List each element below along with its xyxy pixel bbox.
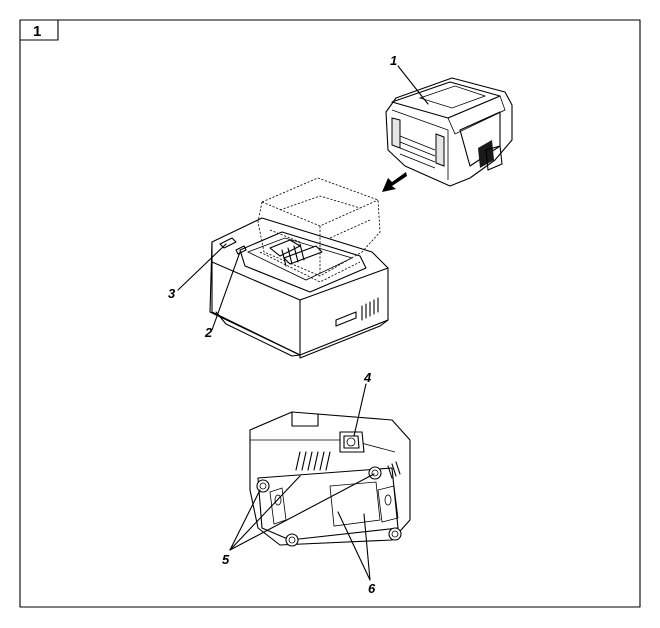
side-vents-bottom (387, 461, 401, 479)
figure-number: 1 (33, 23, 41, 40)
callout-6: 6 (368, 581, 376, 596)
charger-top-view (209, 217, 389, 359)
callout-4: 4 (363, 370, 372, 385)
callout-2: 2 (204, 325, 213, 340)
charger-bottom-view (249, 411, 411, 547)
insertion-arrow-icon (382, 172, 407, 192)
bottom-vents (295, 451, 331, 471)
battery-grip-lines (399, 135, 436, 169)
terminal-contacts (281, 243, 305, 267)
power-socket (339, 431, 365, 453)
figure-frame (19, 19, 641, 608)
callout-5: 5 (222, 552, 230, 567)
leader-lines (177, 65, 429, 581)
callout-1: 1 (390, 53, 397, 68)
side-vents (361, 297, 379, 321)
battery-pack (385, 77, 513, 187)
battery-ghost-outline (257, 177, 381, 283)
callout-3: 3 (168, 286, 176, 301)
rubber-feet (256, 466, 402, 547)
